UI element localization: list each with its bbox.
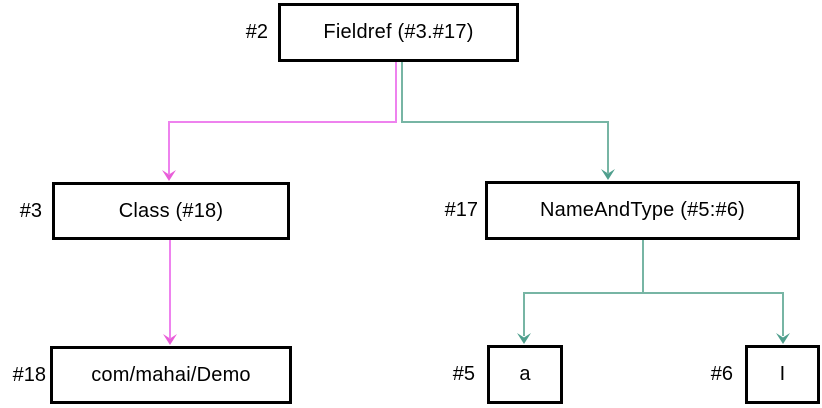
index-label-17: #17 (444, 199, 478, 221)
node-nameandtype: NameAndType (#5:#6) (485, 181, 800, 240)
node-fieldref: Fieldref (#3.#17) (278, 3, 519, 62)
node-utf8-a: a (487, 345, 563, 404)
edge-fieldref-to-class (168, 62, 397, 174)
node-utf8-a-text: a (519, 363, 531, 385)
node-class-text: Class (#18) (118, 199, 224, 222)
node-utf8-demo-text: com/mahai/Demo (91, 363, 251, 386)
node-utf8-demo: com/mahai/Demo (50, 346, 292, 404)
index-label-5: #5 (452, 363, 475, 385)
edge-fieldref-to-nameandtype (401, 62, 609, 173)
node-fieldref-text: Fieldref (#3.#17) (323, 21, 474, 43)
arrowhead-into-utf8-a-icon (517, 333, 531, 344)
edge-nameandtype-to-children (523, 240, 784, 336)
index-label-18: #18 (12, 364, 46, 386)
arrowhead-into-utf8-demo-icon (163, 334, 177, 345)
arrowhead-into-utf8-i-icon (776, 333, 790, 344)
index-label-2: #2 (245, 21, 268, 43)
node-utf8-i: I (745, 345, 820, 404)
node-nameandtype-text: NameAndType (#5:#6) (539, 199, 746, 221)
arrowhead-into-nameandtype-icon (601, 169, 615, 180)
index-label-3: #3 (19, 200, 42, 222)
node-utf8-i-text: I (779, 363, 786, 385)
node-class: Class (#18) (52, 182, 290, 240)
index-label-6: #6 (710, 363, 733, 385)
arrowhead-into-class-icon (162, 170, 176, 181)
